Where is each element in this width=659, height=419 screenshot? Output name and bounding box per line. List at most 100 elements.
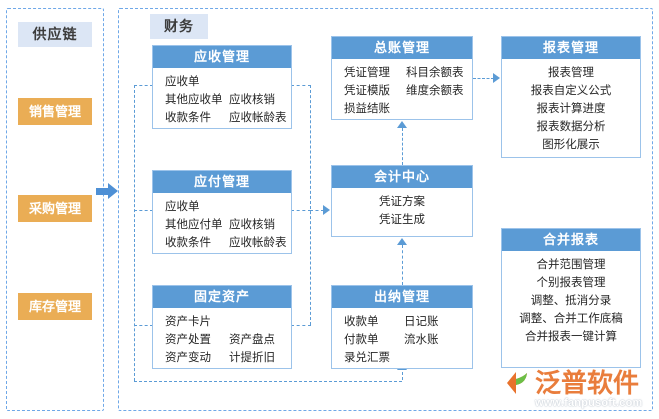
connector-to-accounting [310, 210, 324, 211]
item-label: 资产盘点 [229, 334, 275, 346]
connector-ap-left [134, 210, 153, 211]
list-item[interactable]: 资产变动 计提折旧 [153, 349, 291, 367]
connector-acc-to-gl [402, 128, 403, 165]
list-item[interactable]: 凭证方案 [332, 193, 472, 211]
list-item[interactable]: 资产处置 资产盘点 [153, 331, 291, 349]
connector-right-bus [310, 85, 311, 325]
card-consolidated-reports[interactable]: 合并报表 合并范围管理 个别报表管理 调整、抵消分录 调整、合并工作底稿 合并报… [501, 228, 641, 368]
card-title: 会计中心 [332, 166, 472, 188]
card-title: 报表管理 [502, 37, 640, 59]
connector-fa-right [291, 325, 311, 326]
card-title: 合并报表 [502, 229, 640, 251]
list-item[interactable]: 报表管理 [502, 64, 640, 82]
list-item[interactable]: 合并范围管理 [502, 256, 640, 274]
item-label: 合并范围管理 [536, 259, 606, 271]
item-label: 流水账 [404, 334, 439, 346]
item-label: 收款单 [344, 316, 379, 328]
item-label: 录兑汇票 [344, 352, 390, 364]
item-label: 科目余额表 [406, 67, 464, 79]
item-label: 其他应收单 [165, 94, 223, 106]
list-item[interactable]: 个别报表管理 [502, 274, 640, 292]
item-label: 应收核销 [229, 94, 275, 106]
list-item[interactable]: 其他应付单 应收核销 [153, 216, 291, 234]
sidebar-item-purchase[interactable]: 采购管理 [18, 195, 92, 222]
card-accounts-receivable[interactable]: 应收管理 应收单 其他应收单 应收核销 收款条件 应收帐龄表 [152, 45, 292, 129]
card-body: 合并范围管理 个别报表管理 调整、抵消分录 调整、合并工作底稿 合并报表一键计算 [502, 251, 640, 350]
list-item[interactable]: 资产卡片 [153, 313, 291, 331]
list-item[interactable]: 应收单 [153, 73, 291, 91]
list-item[interactable]: 付款单 流水账 [332, 331, 472, 349]
item-label: 应收单 [165, 76, 200, 88]
list-item[interactable]: 调整、合并工作底稿 [502, 310, 640, 328]
item-label: 报表管理 [548, 67, 594, 79]
connector-gl-arrow-icon [397, 121, 407, 128]
card-general-ledger[interactable]: 总账管理 凭证管理 科目余额表 凭证模版 维度余额表 损益结账 [331, 36, 473, 120]
list-item[interactable]: 损益结账 [332, 100, 472, 118]
card-cashier-management[interactable]: 出纳管理 收款单 日记账 付款单 流水账 录兑汇票 [331, 285, 473, 369]
connector-cash-to-acc [402, 245, 403, 285]
list-item[interactable]: 收款单 日记账 [332, 313, 472, 331]
list-item[interactable]: 其他应收单 应收核销 [153, 91, 291, 109]
item-label: 应收核销 [229, 219, 275, 231]
card-body: 资产卡片 资产处置 资产盘点 资产变动 计提折旧 [153, 308, 291, 371]
list-item[interactable]: 收款条件 应收帐龄表 [153, 234, 291, 252]
connector-ap-right [291, 210, 311, 211]
card-body: 应收单 其他应付单 应收核销 收款条件 应收帐龄表 [153, 193, 291, 256]
item-label: 应收帐龄表 [229, 237, 287, 249]
item-label: 资产变动 [165, 352, 211, 364]
item-label: 资产处置 [165, 334, 211, 346]
list-item[interactable]: 凭证模版 维度余额表 [332, 82, 472, 100]
item-label: 资产卡片 [165, 316, 211, 328]
card-title: 总账管理 [332, 37, 472, 59]
list-item[interactable]: 应收单 [153, 198, 291, 216]
item-label: 凭证方案 [379, 196, 425, 208]
card-body: 凭证管理 科目余额表 凭证模版 维度余额表 损益结账 [332, 59, 472, 122]
card-title: 固定资产 [153, 286, 291, 308]
connector-gl-to-report [473, 78, 494, 79]
item-label: 收款条件 [165, 237, 211, 249]
card-accounting-center[interactable]: 会计中心 凭证方案 凭证生成 [331, 165, 473, 237]
list-item[interactable]: 报表数据分析 [502, 118, 640, 136]
finance-group [118, 8, 653, 411]
supply-chain-title: 供应链 [18, 22, 92, 47]
list-item[interactable]: 调整、抵消分录 [502, 292, 640, 310]
connector-cash-riser [402, 362, 403, 380]
item-label: 报表数据分析 [536, 121, 606, 133]
sidebar-item-inventory[interactable]: 库存管理 [18, 293, 92, 320]
connector-left-bus [134, 85, 135, 381]
item-label: 调整、合并工作底稿 [519, 313, 623, 325]
list-item[interactable]: 凭证生成 [332, 211, 472, 229]
list-item[interactable]: 图形化展示 [502, 136, 640, 154]
item-label: 调整、抵消分录 [530, 295, 612, 307]
list-item[interactable]: 报表计算进度 [502, 100, 640, 118]
list-item[interactable]: 收款条件 应收帐龄表 [153, 109, 291, 127]
item-label: 报表自定义公式 [530, 85, 612, 97]
list-item[interactable]: 报表自定义公式 [502, 82, 640, 100]
supply-to-finance-arrow-icon [96, 183, 118, 199]
card-report-management[interactable]: 报表管理 报表管理 报表自定义公式 报表计算进度 报表数据分析 图形化展示 [501, 36, 641, 158]
item-label: 收款条件 [165, 112, 211, 124]
card-body: 凭证方案 凭证生成 [332, 188, 472, 233]
item-label: 应收帐龄表 [229, 112, 287, 124]
card-fixed-assets[interactable]: 固定资产 资产卡片 资产处置 资产盘点 资产变动 计提折旧 [152, 285, 292, 369]
item-label: 损益结账 [344, 103, 390, 115]
card-accounts-payable[interactable]: 应付管理 应收单 其他应付单 应收核销 收款条件 应收帐龄表 [152, 170, 292, 254]
item-label: 凭证生成 [379, 214, 425, 226]
list-item[interactable]: 合并报表一键计算 [502, 328, 640, 346]
card-body: 应收单 其他应收单 应收核销 收款条件 应收帐龄表 [153, 68, 291, 131]
item-label: 个别报表管理 [536, 277, 606, 289]
item-label: 应收单 [165, 201, 200, 213]
sidebar-item-sales[interactable]: 销售管理 [18, 98, 92, 125]
finance-title: 财务 [150, 14, 208, 39]
item-label: 凭证管理 [344, 67, 390, 79]
connector-bottom-run [134, 381, 402, 382]
list-item[interactable]: 凭证管理 科目余额表 [332, 64, 472, 82]
supply-chain-group [6, 8, 104, 411]
item-label: 付款单 [344, 334, 379, 346]
card-body: 报表管理 报表自定义公式 报表计算进度 报表数据分析 图形化展示 [502, 59, 640, 158]
item-label: 计提折旧 [229, 352, 275, 364]
list-item[interactable]: 录兑汇票 [332, 349, 472, 367]
connector-ar-right [291, 85, 311, 86]
connector-acc-up-arrow-icon [397, 238, 407, 245]
